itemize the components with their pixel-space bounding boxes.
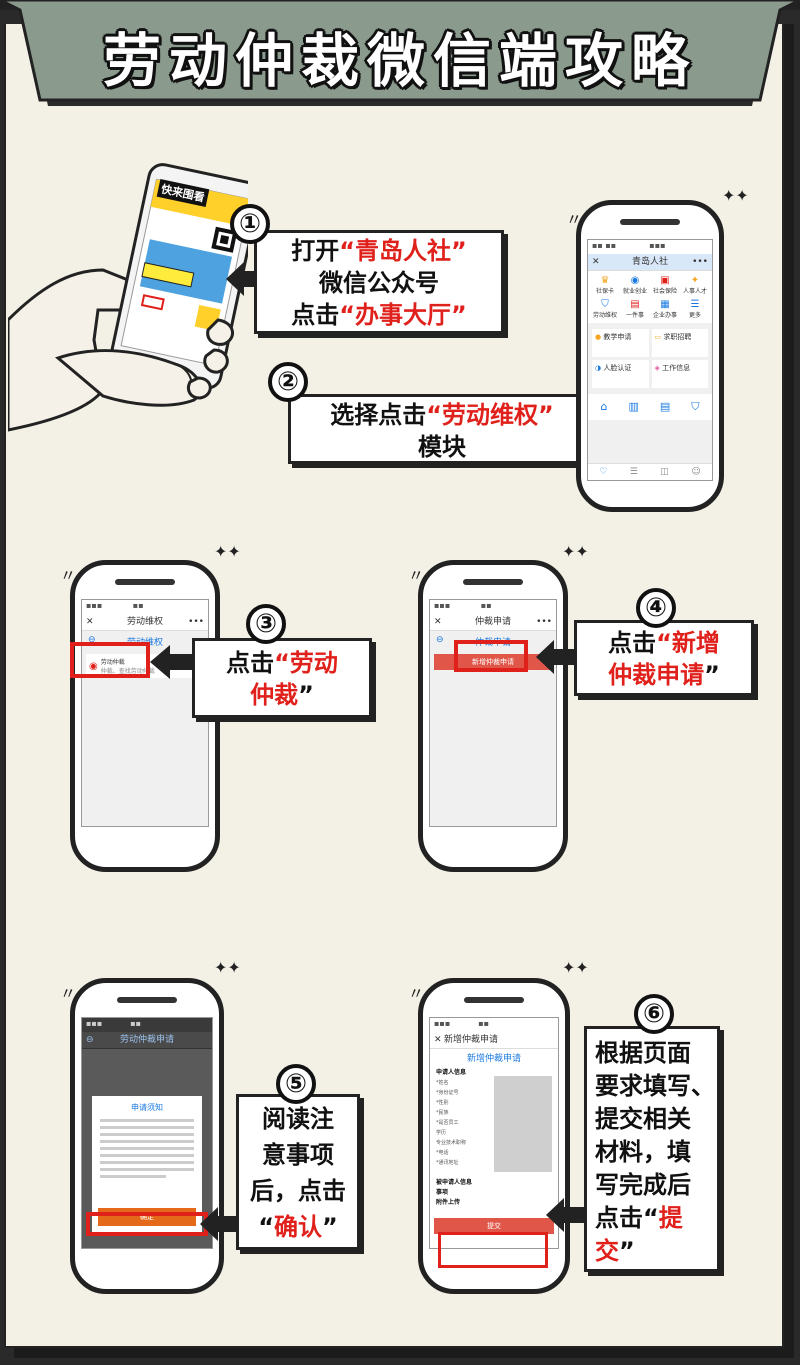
grid-item[interactable]: ♛社保卡 — [595, 275, 614, 295]
sparkle-icon: 〃 — [408, 566, 425, 585]
submit-button[interactable]: 提交 — [434, 1218, 554, 1234]
new-arbitration-button[interactable]: 新增仲裁申请 — [434, 654, 552, 670]
back-icon[interactable]: ⊖ — [436, 635, 444, 645]
grid-item[interactable]: ☰更多 — [688, 299, 701, 319]
phone-mockup-2: ▪▪▪ ▪▪ ✕劳动维权••• ⊖劳动维权 ◉ 劳动仲裁仲裁、查找劳动仲裁 — [70, 560, 220, 872]
step6-arrow — [546, 1198, 586, 1232]
step4-box: 点击“新增 仲裁申请” — [574, 620, 754, 696]
step5-number: ⑤ — [276, 1064, 316, 1104]
close-icon[interactable]: ✕ — [434, 1035, 442, 1045]
page-title: 劳动仲裁微信端攻略 — [102, 27, 697, 95]
sparkle-icon: ✦✦ — [214, 542, 241, 561]
grid-item[interactable]: ▣社会保险 — [652, 275, 677, 295]
form-field[interactable]: *是否员工 — [436, 1120, 459, 1126]
highlight-rect — [70, 642, 150, 678]
step1-arrow — [226, 262, 266, 296]
sparkle-icon: 〃 — [60, 566, 77, 585]
phone-mockup-3: ▪▪▪ ▪▪ ✕仲裁申请••• ⊖仲裁申请 新增仲裁申请 — [418, 560, 568, 872]
close-icon[interactable]: ✕ — [86, 617, 94, 627]
sparkle-icon: ✦✦ — [562, 542, 589, 561]
bottom-grid: ⌂▥▤⛉ — [588, 394, 712, 420]
card-grid: ● 教学申请 ▭ 求职招聘 ◑ 人脸认证 ◈ 工作信息 — [588, 323, 712, 394]
step1-box: 打开“青岛人社” 微信公众号 点击“办事大厅” — [254, 230, 504, 334]
highlight-rect — [438, 1232, 548, 1268]
form-field[interactable]: *民族 — [436, 1110, 449, 1116]
step5-arrow — [200, 1207, 240, 1241]
form-field[interactable]: 学历 — [436, 1130, 447, 1136]
title-banner — [0, 0, 800, 106]
sparkle-icon: 〃 — [60, 984, 77, 1003]
highlight-rect — [454, 640, 528, 672]
dialog: 申请须知 确定 — [92, 1096, 202, 1234]
form: 申请人信息 *姓名 *身份证号 *性别 *民族 *是否员工 学历 专业技术职称 … — [430, 1064, 558, 1212]
sparkle-icon: ✦✦ — [214, 958, 241, 977]
card[interactable]: ● 教学申请 — [592, 329, 649, 357]
form-field[interactable]: *通讯地址 — [436, 1160, 459, 1166]
service-grid: ♛社保卡 ◉就业创业 ▣社会保险 ✦人事人才 ⛉劳动维权 ▤一件事 ▦企业办事 … — [588, 271, 712, 323]
form-field[interactable]: *电话 — [436, 1150, 449, 1156]
sparkle-icon: ✦✦ — [562, 958, 589, 977]
step2-box: 选择点击“劳动维权” 模块 — [288, 394, 596, 464]
sparkle-icon: 〃 — [408, 984, 425, 1003]
grid-item[interactable]: ▦企业办事 — [652, 299, 677, 319]
hand-phone-illustration — [8, 163, 248, 432]
step3-box: 点击“劳动 仲裁” — [192, 638, 372, 718]
grid-item[interactable]: ▤一件事 — [625, 299, 644, 319]
highlight-rect — [86, 1212, 208, 1236]
more-icon[interactable]: ••• — [536, 617, 552, 627]
form-field[interactable]: *身份证号 — [436, 1090, 459, 1096]
step2-number: ② — [268, 362, 308, 402]
step3-arrow — [150, 645, 196, 679]
form-field[interactable]: *姓名 — [436, 1080, 449, 1086]
phone-mockup-4: ▪▪▪ ▪▪ ⊖劳动仲裁申请 申请须知 确定 — [70, 978, 224, 1294]
back-icon[interactable]: ⊖ — [88, 635, 96, 645]
more-icon[interactable]: ••• — [188, 617, 204, 627]
form-field[interactable]: *性别 — [436, 1100, 449, 1106]
step6-number: ⑥ — [634, 994, 674, 1034]
step3-number: ③ — [246, 604, 286, 644]
grid-item[interactable]: ◉就业创业 — [622, 275, 647, 295]
sparkle-icon: ✦✦ — [722, 186, 749, 205]
step4-number: ④ — [636, 588, 676, 628]
step5-box: 阅读注 意事项 后，点击 “确认” — [236, 1094, 360, 1250]
grid-item[interactable]: ⛉劳动维权 — [592, 299, 617, 319]
more-icon[interactable]: ••• — [692, 257, 708, 267]
grid-item[interactable]: ✦人事人才 — [682, 275, 707, 295]
back-icon[interactable]: ⊖ — [86, 1035, 94, 1045]
form-field[interactable]: 专业技术职称 — [436, 1140, 467, 1146]
photo-placeholder[interactable] — [494, 1076, 552, 1172]
card[interactable]: ◈ 工作信息 — [651, 360, 708, 388]
tab-bar: ♡☰◫☺ — [588, 463, 712, 480]
step6-box: 根据页面 要求填写、 提交相关 材料，填 写完成后 点击“提 交” — [584, 1026, 720, 1272]
card[interactable]: ◑ 人脸认证 — [592, 360, 649, 388]
step4-arrow — [536, 640, 578, 674]
step1-number: ① — [230, 204, 270, 244]
close-icon[interactable]: ✕ — [434, 617, 442, 627]
close-icon[interactable]: ✕ — [592, 257, 600, 267]
phone-mockup-5: ▪▪▪ ▪▪ ✕新增仲裁申请 新增仲裁申请 申请人信息 *姓名 *身份证号 *性… — [418, 978, 570, 1294]
phone-mockup-1: ▪▪ ▪▪ ▪▪▪ ✕青岛人社••• ♛社保卡 ◉就业创业 ▣社会保险 ✦人事人… — [576, 200, 724, 512]
card[interactable]: ▭ 求职招聘 — [651, 329, 708, 357]
